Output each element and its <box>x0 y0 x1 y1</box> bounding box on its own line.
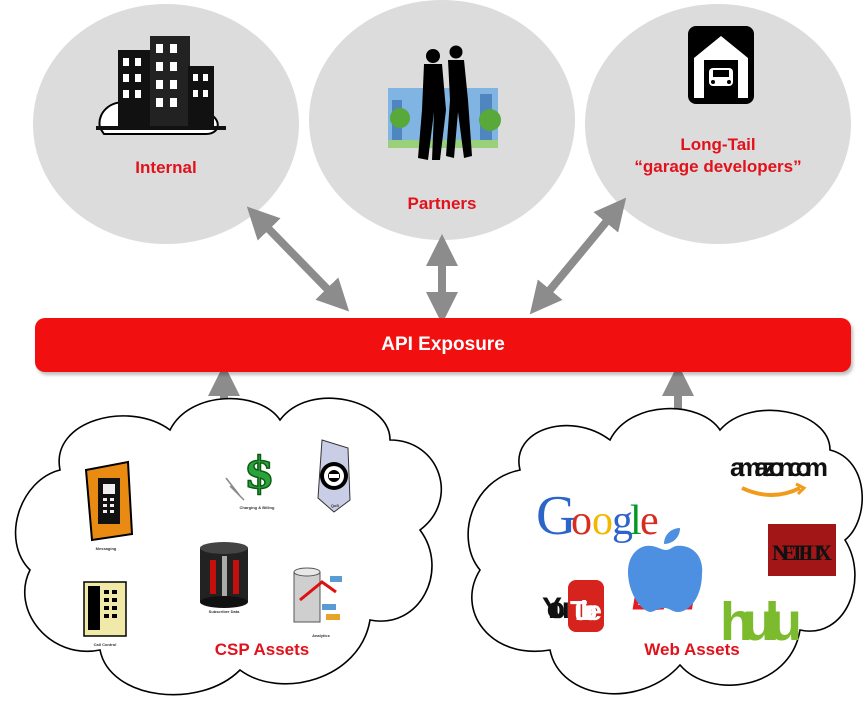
subscriber-data-icon <box>200 542 248 608</box>
svg-text:l: l <box>630 498 642 544</box>
svg-text:G: G <box>536 485 576 547</box>
long-tail-circle <box>585 4 851 244</box>
svg-text:o: o <box>571 498 592 544</box>
apple-logo <box>628 528 703 612</box>
api-exposure-label: API Exposure <box>381 334 505 355</box>
long-tail-label-line2: “garage developers” <box>634 157 802 176</box>
svg-text:e: e <box>640 498 659 544</box>
google-logo: G o o g l e <box>536 485 659 547</box>
web-assets-label: Web Assets <box>644 640 740 659</box>
qos-icon <box>317 439 351 513</box>
svg-text:amazon.com: amazon.com <box>730 452 828 482</box>
arrow-internal-api <box>246 206 350 312</box>
business-people-icon <box>388 45 501 160</box>
long-tail-label: Long-Tail “garage developers” <box>598 134 838 178</box>
svg-text:NETFLIX: NETFLIX <box>772 540 832 565</box>
long-tail-label-line1: Long-Tail <box>680 135 756 154</box>
analytics-caption: Analytics <box>312 633 330 638</box>
api-exposure-bar <box>35 318 851 372</box>
csp-assets-label: CSP Assets <box>214 640 310 659</box>
analytics-icon <box>293 567 342 623</box>
svg-text:You: You <box>542 592 570 625</box>
netflix-logo: NETFLIX <box>768 524 836 576</box>
svg-text:g: g <box>612 498 633 544</box>
svg-text:Tube: Tube <box>570 595 602 626</box>
partners-label: Partners <box>407 194 477 213</box>
messaging-icon <box>84 460 134 542</box>
svg-text:o: o <box>592 498 613 544</box>
office-building-icon <box>96 36 226 135</box>
call-control-caption: Call Control <box>93 642 117 647</box>
call-control-icon <box>83 581 127 637</box>
charging-billing-icon: $ <box>225 447 275 501</box>
arrow-long-tail-api <box>529 197 627 315</box>
subscriber-caption: Subscriber Data <box>208 609 240 614</box>
charging-caption: Charging & Billing <box>239 505 275 510</box>
qos-caption: QoS <box>330 503 340 508</box>
svg-text:hulu: hulu <box>720 592 802 652</box>
internal-label: Internal <box>135 158 197 177</box>
amazon-logo: amazon.com <box>730 452 828 497</box>
svg-text:$: $ <box>244 448 275 499</box>
youtube-logo: You Tube <box>542 580 604 632</box>
messaging-caption: Messaging <box>95 546 117 551</box>
hulu-logo: hulu <box>720 592 802 652</box>
garage-car-icon <box>688 26 754 104</box>
